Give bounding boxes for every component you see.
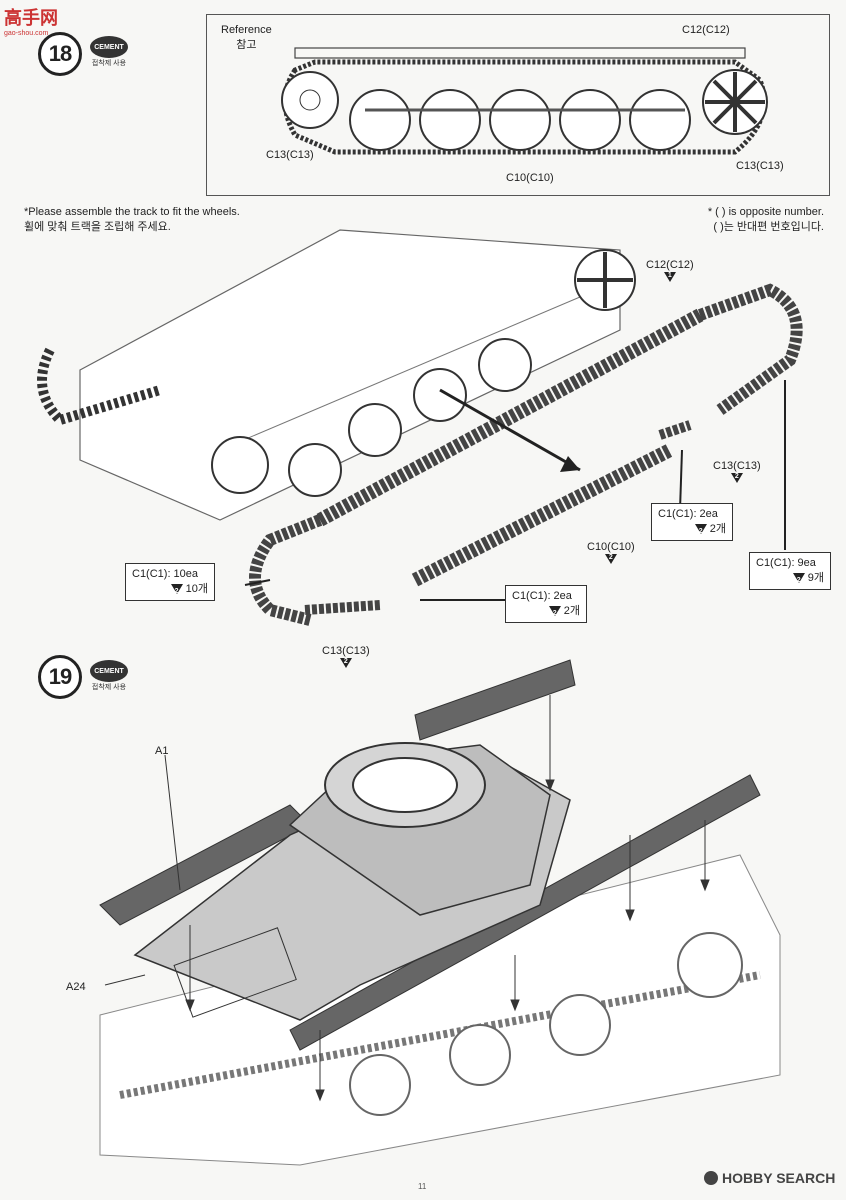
reference-label: Reference 참고 bbox=[221, 24, 272, 52]
qty-box-tag-icon: 2 bbox=[694, 524, 707, 535]
qty-box-tag: 2 bbox=[698, 528, 703, 536]
part-c13-left-tag: 2 bbox=[343, 658, 348, 666]
part-c12-label: C12(C12) bbox=[646, 259, 694, 271]
watermark-text: HOBBY SEARCH bbox=[722, 1170, 836, 1186]
ref-part-bottom: C10(C10) bbox=[506, 172, 554, 184]
cement-badge: CEMENT bbox=[90, 36, 128, 58]
part-c10-tag: 2 bbox=[608, 554, 613, 562]
qty-box-line1: C1(C1): 9ea bbox=[756, 557, 816, 569]
site-logo-sub: gao-shou.com bbox=[4, 30, 49, 37]
part-c10: C10(C10) 2 bbox=[587, 541, 635, 565]
note-left-en: *Please assemble the track to fit the wh… bbox=[24, 206, 240, 218]
part-c10-label: C10(C10) bbox=[587, 541, 635, 553]
step-18-drawing bbox=[37, 229, 803, 626]
cement-badge: CEMENT bbox=[90, 660, 128, 682]
part-c13-right-label: C13(C13) bbox=[713, 460, 761, 472]
page-number: 11 bbox=[418, 1182, 427, 1191]
ref-part-top: C12(C12) bbox=[682, 24, 730, 36]
note-right: * ( ) is opposite number. ( )는 반대편 번호입니다… bbox=[684, 206, 824, 234]
qty-box-c1-2ea-right: C1(C1): 2ea 2 2개 bbox=[651, 503, 733, 541]
part-c13-right-tag-icon: 2 bbox=[730, 473, 743, 484]
cement-text: 접착제 사용 bbox=[91, 684, 127, 691]
part-c13-left-tag-icon: 2 bbox=[339, 658, 352, 669]
reference-drawing bbox=[281, 47, 768, 155]
part-a24: A24 bbox=[66, 981, 86, 993]
note-right-ko: ( )는 반대편 번호입니다. bbox=[713, 221, 824, 233]
part-c13-right-tag: 2 bbox=[734, 473, 739, 481]
qty-box-tag-icon: 2 bbox=[170, 584, 183, 595]
qty-box-tag: 2 bbox=[796, 577, 801, 585]
step-18-number: 18 bbox=[38, 32, 82, 76]
step-19-cement: CEMENT 접착제 사용 bbox=[86, 660, 132, 692]
part-c13-right: C13(C13) 2 bbox=[713, 460, 761, 484]
qty-box-line1: C1(C1): 2ea bbox=[658, 508, 718, 520]
reference-label-en: Reference bbox=[221, 24, 272, 36]
qty-box-c1-10ea: C1(C1): 10ea 2 10개 bbox=[125, 563, 215, 601]
step-19-drawing bbox=[99, 659, 781, 1166]
qty-box-tag: 2 bbox=[552, 610, 557, 618]
qty-box-tag: 2 bbox=[174, 588, 179, 596]
part-c12-tag-icon: 1 bbox=[663, 272, 676, 283]
note-left-ko: 휠에 맞춰 트랙을 조립해 주세요. bbox=[24, 221, 171, 233]
step-18-cement: CEMENT 접착제 사용 bbox=[86, 36, 132, 68]
part-c12: C12(C12) 1 bbox=[646, 259, 694, 283]
reference-frame bbox=[206, 14, 830, 196]
qty-box-line2: 9개 bbox=[807, 572, 824, 584]
watermark: HOBBY SEARCH bbox=[704, 1170, 835, 1186]
note-left: *Please assemble the track to fit the wh… bbox=[24, 206, 240, 234]
qty-box-line2: 2개 bbox=[709, 523, 726, 535]
qty-box-c1-2ea-left: C1(C1): 2ea 2 2개 bbox=[505, 585, 587, 623]
qty-box-c1-9ea: C1(C1): 9ea 2 9개 bbox=[749, 552, 831, 590]
qty-box-tag-icon: 2 bbox=[792, 573, 805, 584]
part-c13-left-label: C13(C13) bbox=[322, 645, 370, 657]
cement-text: 접착제 사용 bbox=[91, 60, 127, 67]
qty-box-line1: C1(C1): 2ea bbox=[512, 590, 572, 602]
note-right-en: * ( ) is opposite number. bbox=[707, 206, 824, 218]
reference-label-ko: 참고 bbox=[236, 39, 257, 51]
part-a1: A1 bbox=[155, 745, 169, 757]
part-c12-tag: 1 bbox=[667, 272, 672, 280]
ref-part-left: C13(C13) bbox=[266, 149, 314, 161]
qty-box-line2: 2개 bbox=[563, 605, 580, 617]
qty-box-line1: C1(C1): 10ea bbox=[132, 568, 199, 580]
part-c13-left: C13(C13) 2 bbox=[322, 645, 370, 669]
site-logo: 高手网 gao-shou.com bbox=[4, 4, 58, 37]
part-c10-tag-icon: 2 bbox=[604, 554, 617, 565]
qty-box-line2: 10개 bbox=[185, 583, 208, 595]
qty-box-tag-icon: 2 bbox=[548, 606, 561, 617]
step-19-number: 19 bbox=[38, 655, 82, 699]
ref-part-right: C13(C13) bbox=[736, 160, 784, 172]
site-logo-text: 高手网 bbox=[4, 8, 58, 28]
watermark-logo-icon bbox=[704, 1171, 718, 1185]
